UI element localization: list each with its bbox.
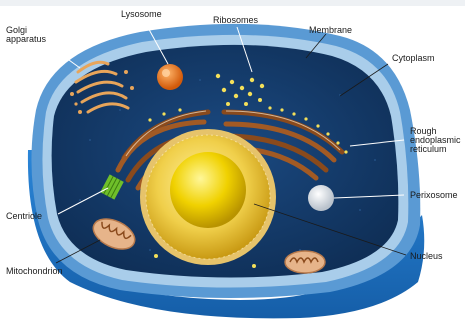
golgi-leader: [44, 42, 80, 68]
label-cytoplasm: Cytoplasm: [392, 53, 435, 63]
mitochondrion-right: [285, 251, 325, 273]
nucleolus: [170, 152, 246, 228]
label-mitochondrion: Mitochondrion: [6, 266, 63, 276]
label-centriole: Centriole: [6, 211, 42, 221]
label-nucleus: Nucleus: [410, 251, 443, 261]
lysosome-highlight: [162, 69, 170, 77]
label-golgi-line2: apparatus: [6, 34, 47, 44]
label-lysosome: Lysosome: [121, 9, 162, 19]
top-strip: [0, 0, 465, 6]
label-ribosomes: Ribosomes: [213, 15, 259, 25]
label-membrane: Membrane: [309, 25, 352, 35]
lysosome: [157, 64, 183, 90]
label-perixosome: Perixosome: [410, 190, 458, 200]
label-rough-er-line3: reticulum: [410, 144, 447, 154]
perixosome: [308, 185, 334, 211]
